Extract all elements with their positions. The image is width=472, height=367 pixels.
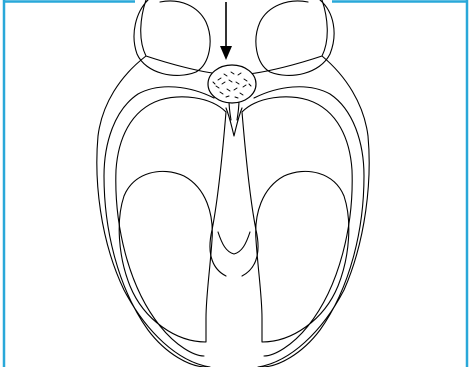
right-inner-lobe <box>256 171 349 342</box>
central-fold <box>226 108 242 136</box>
central-notch <box>218 232 250 254</box>
right-outer-shell <box>248 0 369 367</box>
left-inner-lobe <box>119 171 212 342</box>
speckled-nodule <box>208 65 256 103</box>
right-inner-contour <box>242 97 352 356</box>
down-arrow-icon <box>220 2 232 60</box>
left-inner-contour <box>116 97 226 356</box>
frame <box>4 0 467 367</box>
